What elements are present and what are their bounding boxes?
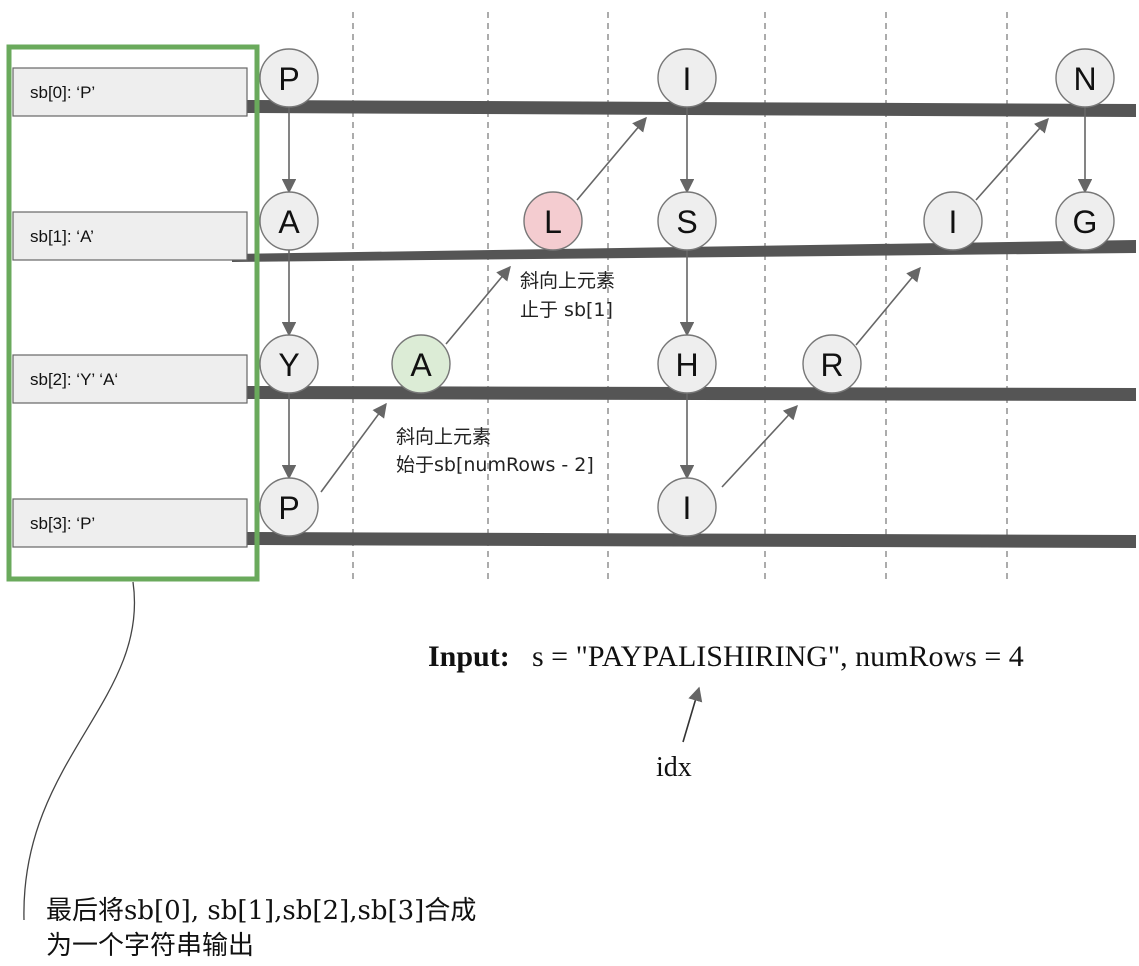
- node-char: H: [675, 347, 698, 383]
- node-char: L: [544, 204, 562, 240]
- node-circle: [1055, 191, 1115, 251]
- arrows: [281, 106, 1093, 493]
- annotation-line: 止于 sb[1]: [520, 299, 613, 321]
- diagonal-arrow: [320, 402, 387, 493]
- row-group-highlight: [6, 44, 260, 582]
- bottom-note-line: 最后将sb[0], sb[1],sb[2],sb[3]合成: [46, 896, 476, 926]
- node-char: A: [410, 347, 432, 383]
- node-circle: [657, 48, 717, 108]
- node-char: R: [820, 347, 843, 383]
- node-n: N: [1055, 48, 1115, 108]
- node-r: R: [802, 334, 862, 394]
- row-label-text: sb[1]: ‘A’: [30, 227, 94, 246]
- node-circle: [391, 334, 451, 394]
- node-l: L: [523, 191, 583, 251]
- node-circle: [657, 334, 717, 394]
- idx-label: idx: [656, 752, 692, 783]
- row-bar: [245, 386, 1136, 401]
- node-i: I: [657, 48, 717, 108]
- node-a: A: [259, 191, 319, 251]
- row-label-text: sb[2]: ‘Y’ ‘A‘: [30, 370, 118, 389]
- diagonal-arrow: [721, 404, 798, 488]
- node-g: G: [1055, 191, 1115, 251]
- node-a: A: [391, 334, 451, 394]
- node-circle: [1055, 48, 1115, 108]
- character-nodes: P A Y P A L I S H I R I N G: [259, 48, 1115, 537]
- node-char: N: [1073, 61, 1096, 97]
- node-p: P: [259, 48, 319, 108]
- row-bar: [232, 240, 1136, 262]
- input-statement: Input: s = "PAYPALISHIRING", numRows = 4: [428, 640, 1024, 673]
- node-char: I: [683, 490, 692, 526]
- node-char: I: [683, 61, 692, 97]
- node-i: I: [923, 191, 983, 251]
- input-prefix: Input:: [428, 640, 510, 673]
- node-char: P: [278, 61, 299, 97]
- node-char: G: [1073, 204, 1098, 240]
- node-circle: [259, 191, 319, 251]
- row-label-2: sb[2]: ‘Y’ ‘A‘: [12, 354, 248, 404]
- row-label-3: sb[3]: ‘P’: [12, 498, 248, 548]
- node-h: H: [657, 334, 717, 394]
- node-circle: [657, 477, 717, 537]
- row-label-text: sb[3]: ‘P’: [30, 514, 95, 533]
- annotation-line: 斜向上元素: [396, 426, 491, 448]
- row-bar: [245, 100, 1136, 117]
- diagonal-arrow: [576, 116, 647, 201]
- idx-arrow: [682, 686, 703, 743]
- node-circle: [802, 334, 862, 394]
- column-separators: [352, 12, 1008, 580]
- row-labels: sb[0]: ‘P’ sb[1]: ‘A’ sb[2]: ‘Y’ ‘A‘ sb[…: [12, 67, 248, 548]
- node-circle: [657, 191, 717, 251]
- node-char: S: [676, 204, 697, 240]
- connector-curve: [23, 581, 136, 921]
- row-label-0: sb[0]: ‘P’: [12, 67, 248, 117]
- node-y: Y: [259, 334, 319, 394]
- node-circle: [923, 191, 983, 251]
- row-label-text: sb[0]: ‘P’: [30, 83, 95, 102]
- annotation-diag-end: 斜向上元素 止于 sb[1]: [520, 270, 615, 321]
- node-char: A: [278, 204, 300, 240]
- diagonal-arrow: [975, 117, 1049, 201]
- node-circle: [259, 477, 319, 537]
- node-char: Y: [278, 347, 299, 383]
- annotation-line: 始于sb[numRows - 2]: [396, 454, 594, 476]
- diagonal-arrow: [855, 266, 921, 346]
- node-circle: [523, 191, 583, 251]
- node-char: P: [278, 490, 299, 526]
- bottom-note-line: 为一个字符串输出: [46, 931, 254, 961]
- node-s: S: [657, 191, 717, 251]
- node-circle: [259, 334, 319, 394]
- node-char: I: [949, 204, 958, 240]
- row-bar: [245, 532, 1136, 548]
- bottom-note: 最后将sb[0], sb[1],sb[2],sb[3]合成 为一个字符串输出: [46, 896, 476, 961]
- annotation-diag-start: 斜向上元素 始于sb[numRows - 2]: [396, 426, 594, 476]
- row-label-1: sb[1]: ‘A’: [12, 211, 248, 261]
- annotation-line: 斜向上元素: [520, 270, 615, 292]
- node-i: I: [657, 477, 717, 537]
- node-p: P: [259, 477, 319, 537]
- diagonal-arrow: [445, 265, 511, 345]
- node-circle: [259, 48, 319, 108]
- input-expression: s = "PAYPALISHIRING", numRows = 4: [532, 640, 1024, 673]
- row-bars: [232, 100, 1136, 548]
